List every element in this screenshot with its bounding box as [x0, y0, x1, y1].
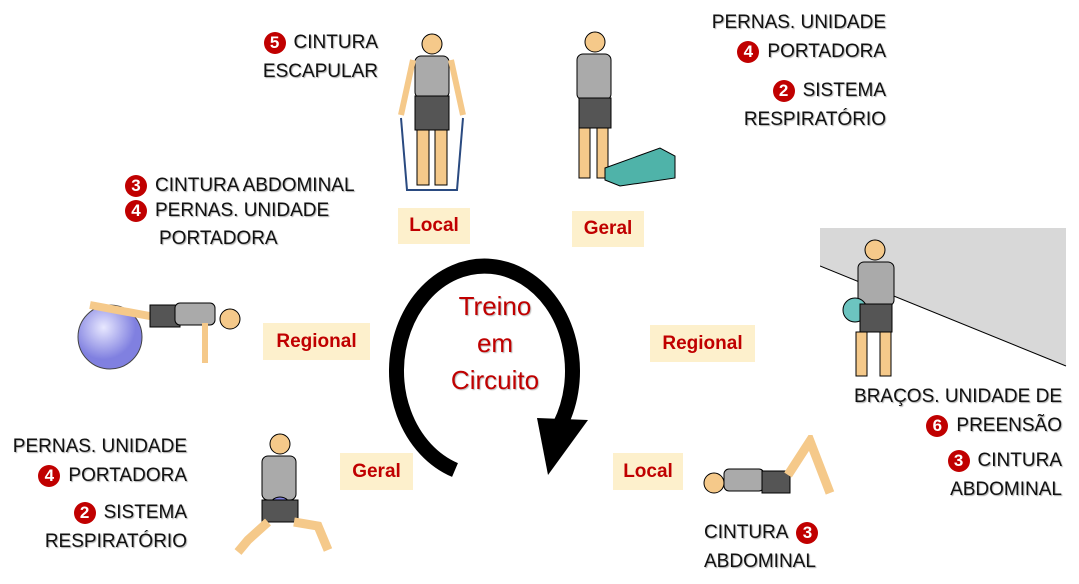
- step-exercise-figure: [576, 31, 676, 187]
- tag-local-bottom: Local: [613, 453, 683, 490]
- band-exercise-figure: [398, 33, 466, 191]
- label-line: PORTADORA: [767, 41, 886, 62]
- block-mid-right: BRAÇOS. UNIDADE DE 6 PREENSÃO 3 CINTURA AB…: [820, 382, 1062, 504]
- crunch-figure: [703, 435, 835, 495]
- number-badge: 2: [772, 79, 795, 102]
- label-line: CINTURA: [704, 522, 789, 543]
- arrowhead: [537, 418, 588, 475]
- number-badge: 4: [737, 40, 760, 63]
- label-line: RESPIRATÓRIO: [743, 109, 886, 130]
- label-line: ESCAPULAR: [262, 61, 378, 82]
- label-line: ABDOMINAL: [704, 551, 816, 572]
- number-badge: 3: [125, 174, 147, 197]
- label-line: RESPIRATÓRIO: [44, 531, 187, 552]
- label-line: PREENSÃO: [956, 415, 1062, 436]
- center-line: Circuito: [450, 365, 540, 395]
- number-badge: 6: [926, 414, 949, 437]
- tag-geral-bottom: Geral: [340, 453, 413, 490]
- number-badge: 3: [947, 449, 970, 472]
- label-line: PERNAS. UNIDADE: [711, 12, 886, 33]
- wall-ball-figure: [820, 228, 1067, 377]
- number-badge: 4: [38, 464, 61, 487]
- center-line: Treino: [458, 291, 532, 321]
- block-top-left-a: 5 CINTURA ESCAPULAR: [200, 28, 378, 86]
- label-line: BRAÇOS. UNIDADE DE: [854, 386, 1062, 407]
- label-line: CINTURA: [977, 450, 1062, 471]
- center-line: em: [476, 328, 514, 358]
- tag-regional-left: Regional: [263, 323, 370, 360]
- ball-pushup-figure: [77, 301, 241, 370]
- number-badge: 2: [73, 501, 96, 524]
- block-bottom-right: CINTURA 3 ABDOMINAL: [704, 518, 826, 576]
- label-line: PERNAS. UNIDADE: [155, 200, 330, 221]
- label-line: SISTEMA: [103, 502, 187, 523]
- tag-regional-right: Regional: [650, 325, 755, 362]
- tag-local-top: Local: [398, 208, 470, 244]
- label-line: SISTEMA: [802, 80, 886, 101]
- number-badge: 4: [125, 199, 147, 222]
- tag-geral-top: Geral: [572, 211, 644, 247]
- lunge-figure: [234, 433, 333, 555]
- center-title: Treino em Circuito: [440, 288, 550, 399]
- block-bottom-left: PERNAS. UNIDADE 4 PORTADORA 2 SISTEMA RESP…: [0, 432, 187, 556]
- label-line: ABDOMINAL: [950, 479, 1062, 500]
- label-line: CINTURA ABDOMINAL: [155, 175, 355, 196]
- label-line: PERNAS. UNIDADE: [12, 436, 187, 457]
- label-line: CINTURA: [293, 32, 378, 53]
- label-line: PORTADORA: [68, 465, 187, 486]
- number-badge: 5: [263, 31, 286, 54]
- number-badge: 3: [796, 521, 819, 544]
- block-top-right: PERNAS. UNIDADE 4 PORTADORA 2 SISTEMA RESP…: [690, 8, 886, 134]
- block-top-left-b: 3 CINTURA ABDOMINAL 4 PERNAS. UNIDADE PORT…: [117, 173, 355, 255]
- label-line: PORTADORA: [159, 228, 278, 249]
